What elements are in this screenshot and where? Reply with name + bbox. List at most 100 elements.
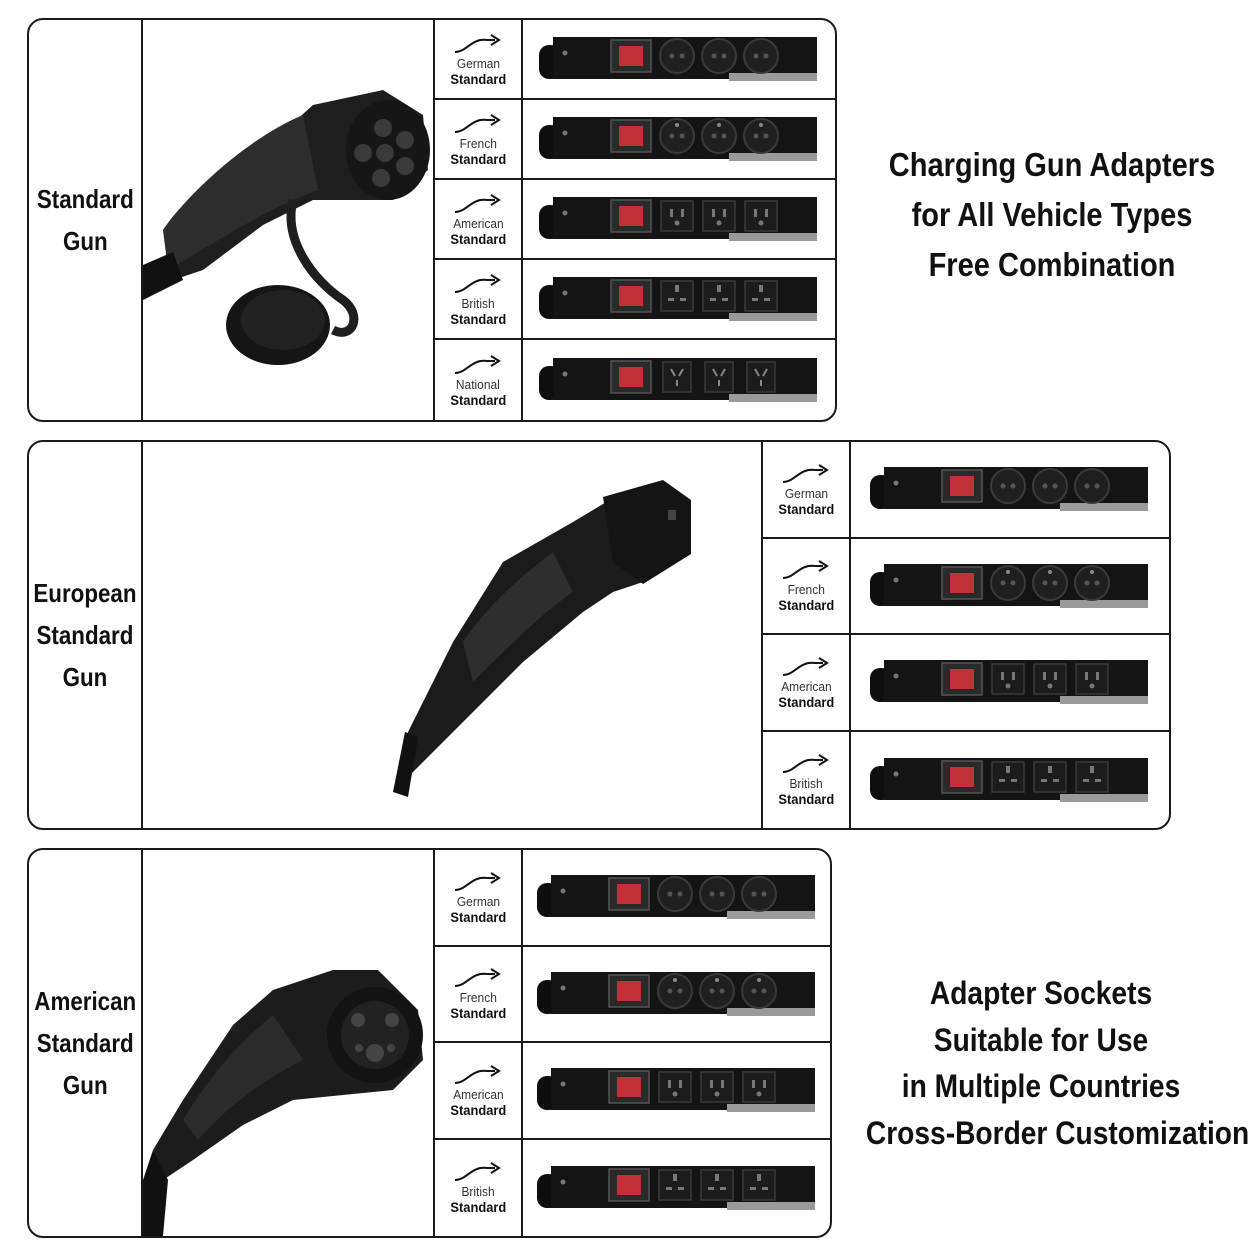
gun-image-cell [143,20,433,420]
standard-name: German [784,485,828,501]
strip-row-french [851,539,1169,635]
strip-column [521,850,830,1236]
strip-cell [523,1140,830,1237]
strip-cell [523,850,830,945]
footer-heading: Adapter Sockets Suitable for Use in Mult… [842,970,1249,1156]
strip-row-british [523,260,835,340]
german-power-strip [536,875,815,920]
standard-word: Standard [778,693,834,710]
headline: Charging Gun Adapters for All Vehicle Ty… [852,140,1252,290]
arrow-icon [782,463,829,483]
strip-column [521,20,835,420]
arrow-icon [454,113,501,133]
gun-image-cell [143,850,433,1236]
standard-word: Standard [778,597,834,614]
strip-row-german [851,442,1169,539]
headline-line-2: for All Vehicle Types [911,196,1193,233]
arrow-icon [782,656,829,676]
strip-row-national [523,340,835,420]
standard-word: Standard [778,500,834,517]
american-power-strip [539,197,817,241]
gun-label: American Standard Gun [34,986,136,1100]
type2-charging-gun-image [143,90,430,365]
strip-cell [523,1043,830,1138]
standard-name: American [780,678,832,694]
standard-name: British [461,295,495,311]
standard-name: British [461,1184,495,1200]
standard-word: Standard [450,1101,506,1118]
j1772-charging-gun-image [143,970,423,1236]
standard-name: German [456,55,500,71]
strip-cell [523,260,835,338]
standard-name: French [787,582,825,598]
strip-row-american [851,635,1169,732]
strip-row-american [523,180,835,260]
american-power-strip [536,1068,815,1113]
standard-word: Standard [450,391,506,408]
standard-word: Standard [450,908,506,925]
standard-name: American [452,1086,504,1102]
french-power-strip [536,971,815,1016]
arrow-icon [454,273,501,293]
strip-cell [523,180,835,258]
strip-row-french [523,100,835,180]
arrow-icon [454,193,501,213]
standard-word: Standard [450,1005,506,1022]
strip-cell [851,539,1169,634]
arrow-icon [454,1162,501,1182]
footer-heading-line-3: in Multiple Countries [901,1068,1181,1104]
arrow-icon [782,560,829,580]
arrow-icon [454,33,501,53]
strip-cell [523,947,830,1042]
gun-label-cell: Standard Gun [29,20,143,420]
french-power-strip [539,117,817,161]
standard-word: Standard [450,70,506,87]
strip-cell [851,442,1169,537]
standard-word: Standard [450,310,506,327]
british-power-strip [539,277,817,321]
strip-row-german [523,20,835,100]
standard-name: French [459,990,497,1006]
arrow-icon [454,354,501,374]
gun-label-cell: American Standard Gun [29,850,143,1236]
strip-cell [523,100,835,178]
strip-row-german [523,850,830,947]
gun-image-cell [143,442,761,828]
gun-label-cell: European Standard Gun [29,442,143,828]
german-power-strip [539,37,817,81]
gun-label: European Standard Gun [33,578,137,692]
french-power-strip [870,563,1148,608]
gun-label: Standard Gun [36,184,134,256]
standard-word: Standard [450,1199,506,1216]
european-charging-gun-image [393,480,691,797]
strip-column [849,442,1169,828]
standard-word: Standard [778,791,834,808]
arrow-icon [454,871,501,891]
standard-word: Standard [450,150,506,167]
strip-cell [851,635,1169,730]
standard-name: British [789,776,823,792]
